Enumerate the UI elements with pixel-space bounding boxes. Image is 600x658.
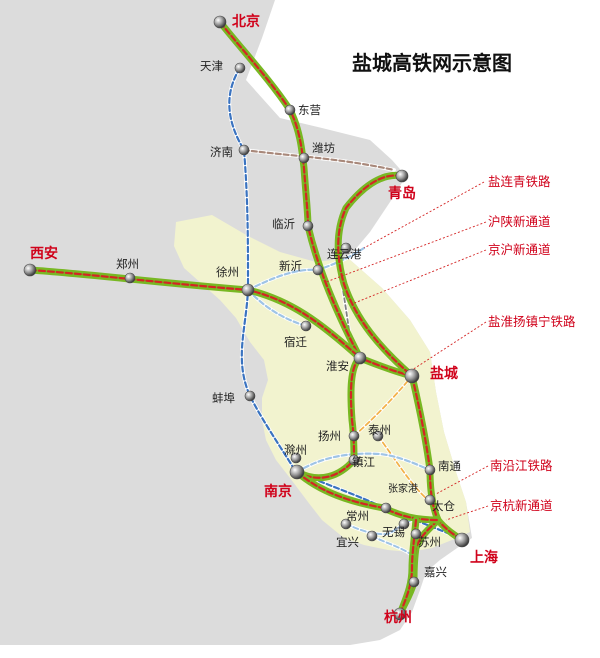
station-zhenjiang xyxy=(348,454,360,466)
station-nantong xyxy=(424,464,436,476)
city-label-changzhou: 常州 xyxy=(346,509,369,523)
station-jiaxing xyxy=(408,576,420,588)
station-weifang xyxy=(298,152,310,164)
station-zhangjiagang xyxy=(380,502,392,514)
city-label-weifang: 潍坊 xyxy=(312,141,335,155)
trunk-hushan-new-inner xyxy=(28,268,362,360)
trunk-yanhuai-inner xyxy=(295,356,362,479)
city-label-tianjin: 天津 xyxy=(200,59,223,73)
route-label-yanlianqing: 盐连青铁路 xyxy=(488,174,551,189)
city-label-taicang: 太仓 xyxy=(432,499,455,513)
city-label-qingdao: 青岛 xyxy=(388,185,416,202)
station-dongying xyxy=(284,104,296,116)
leader-hushan xyxy=(325,221,487,283)
trunk-jinghang-inner xyxy=(398,518,418,616)
city-label-shanghai: 上海 xyxy=(470,549,498,566)
city-label-jinan: 济南 xyxy=(210,145,233,159)
station-yangzhou xyxy=(348,430,360,442)
station-suqian xyxy=(300,320,312,332)
leader-jinghu xyxy=(351,249,487,305)
line-jiqing-brown xyxy=(242,148,396,172)
city-label-jiaxing: 嘉兴 xyxy=(424,565,447,579)
city-label-yancheng: 盐城 xyxy=(430,365,458,382)
leader-jinghang xyxy=(445,505,489,521)
leader-yanhuai xyxy=(411,321,487,371)
station-yixing xyxy=(366,530,378,542)
city-label-dongying: 东营 xyxy=(298,103,321,117)
city-label-xinyi: 新沂 xyxy=(279,259,302,273)
route-label-hushan: 沪陕新通道 xyxy=(488,214,551,229)
station-xinyi xyxy=(312,264,324,276)
station-wuxi xyxy=(398,518,410,530)
station-taizhou xyxy=(372,430,384,442)
station-linyi xyxy=(302,220,314,232)
city-label-xian: 西安 xyxy=(30,245,58,262)
route-label-nanyanjiang: 南沿江铁路 xyxy=(490,458,553,473)
city-label-linyi: 临沂 xyxy=(272,217,295,231)
city-label-taizhou: 泰州 xyxy=(368,423,391,437)
trunk-yanhu-inner xyxy=(410,374,464,542)
line-nanjing-shanghai-blue xyxy=(295,470,462,540)
city-label-suzhou: 苏州 xyxy=(418,535,441,549)
route-label-jinghang: 京杭新通道 xyxy=(490,498,553,513)
city-label-zhenjiang: 镇江 xyxy=(352,455,375,469)
city-label-beijing: 北京 xyxy=(232,13,260,30)
city-label-zhengzhou: 郑州 xyxy=(116,257,139,271)
station-yancheng xyxy=(404,368,420,384)
station-shanghai xyxy=(454,532,470,548)
line-ningtong-lightblue xyxy=(295,452,432,474)
line-taitong-orange xyxy=(377,435,429,501)
station-beijing xyxy=(213,15,227,29)
map-title: 盐城高铁网示意图 xyxy=(352,51,512,75)
leader-yanlianqing xyxy=(363,181,485,249)
city-label-hangzhou: 杭州 xyxy=(384,609,412,626)
city-label-bengbu: 蚌埠 xyxy=(212,391,235,405)
station-changzhou xyxy=(340,518,352,530)
station-taicang xyxy=(424,494,436,506)
station-chuzhou xyxy=(290,452,302,464)
station-xuzhou xyxy=(241,283,255,297)
station-lianyungang xyxy=(340,242,352,254)
station-nanjing xyxy=(289,464,305,480)
city-label-yixing: 宜兴 xyxy=(336,535,359,549)
route-label-jinghu: 京沪新通道 xyxy=(488,242,551,257)
station-xian xyxy=(23,263,37,277)
station-bengbu xyxy=(244,390,256,402)
city-label-lianyungang: 连云港 xyxy=(327,247,362,261)
city-label-zhangjiagang: 张家港 xyxy=(388,482,418,495)
line-yangtai-orange xyxy=(353,375,413,437)
city-label-wuxi: 无锡 xyxy=(382,525,405,539)
station-hangzhou xyxy=(393,607,407,621)
city-label-nanjing: 南京 xyxy=(264,483,292,500)
route-label-yanhuai: 盐淮扬镇宁铁路 xyxy=(488,314,576,329)
line-changsu-lightblue xyxy=(345,518,417,536)
city-label-huaian: 淮安 xyxy=(326,359,349,373)
station-huaian xyxy=(353,351,367,365)
city-label-chuzhou: 滁州 xyxy=(284,443,307,457)
city-label-nantong: 南通 xyxy=(438,459,461,473)
station-suzhou xyxy=(410,528,422,540)
city-label-xuzhou: 徐州 xyxy=(216,265,239,279)
station-tianjin xyxy=(234,62,246,74)
trunk-yanlianqing-inner xyxy=(337,174,414,378)
city-label-yangzhou: 扬州 xyxy=(318,429,341,443)
station-jinan xyxy=(238,144,250,156)
leader-nanyanjiang xyxy=(435,465,489,495)
station-zhengzhou xyxy=(124,272,136,284)
city-label-suqian: 宿迁 xyxy=(284,335,307,349)
station-qingdao xyxy=(395,169,409,183)
